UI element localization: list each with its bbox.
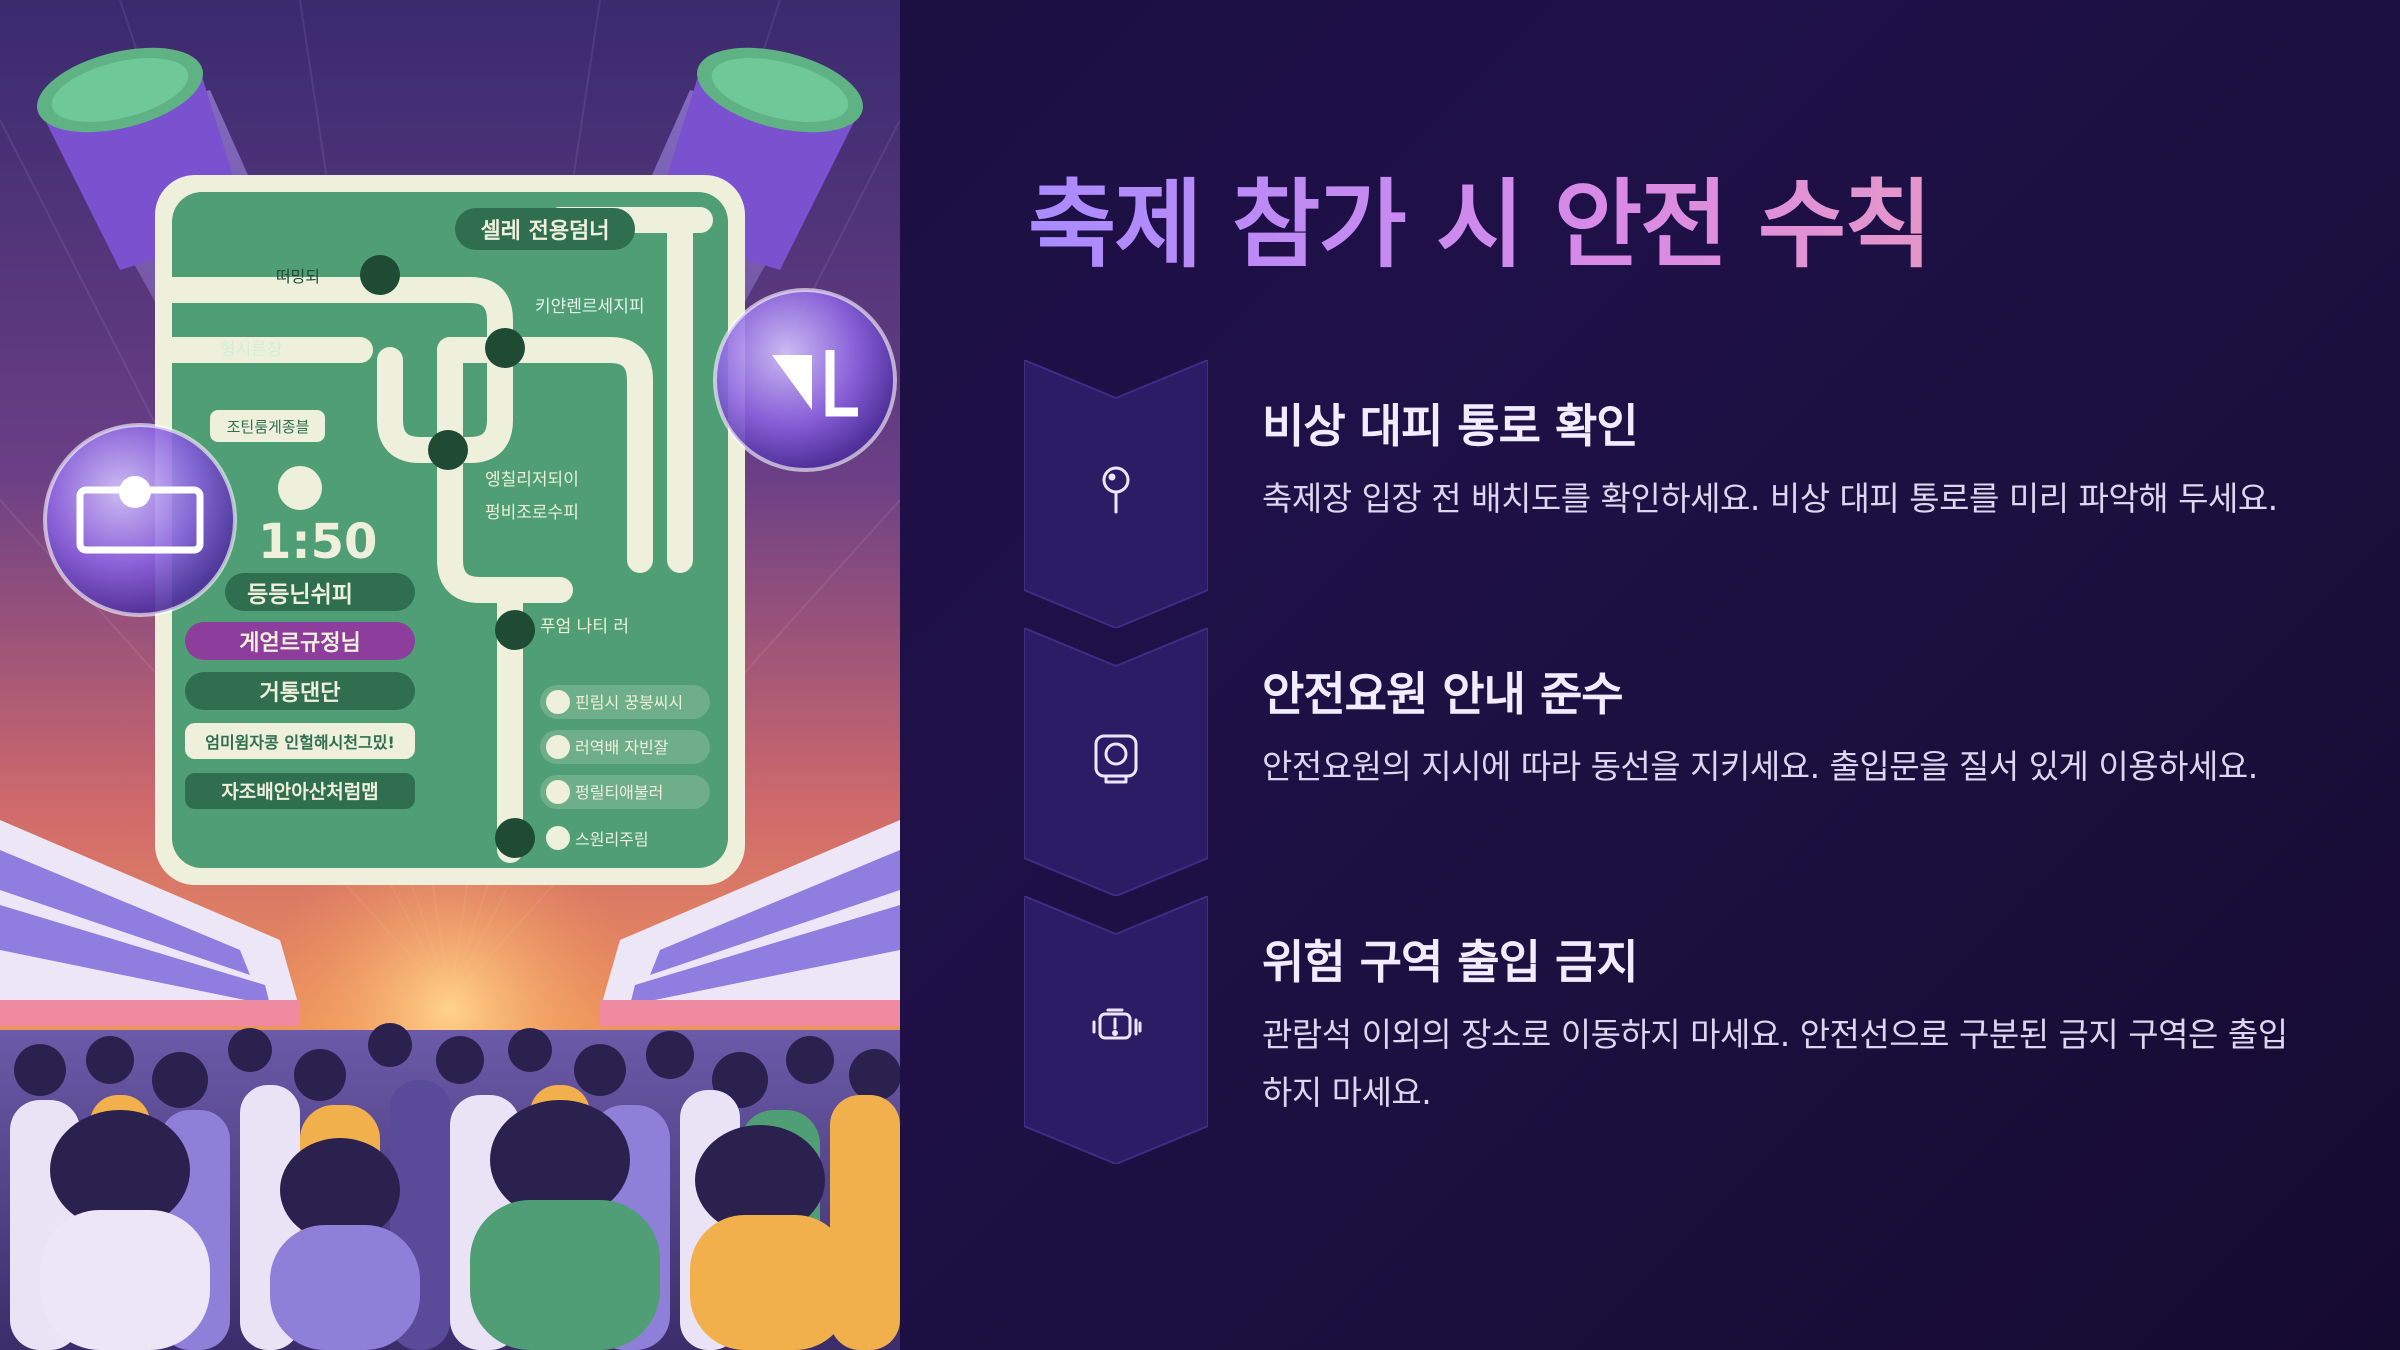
- map-label: 자조배안아산처럼맵: [221, 781, 378, 803]
- map-label: 펑릴티애불러: [575, 783, 663, 802]
- staff-id-icon: [1086, 728, 1146, 788]
- slide-title: 축제 참가 시 안전 수칙: [1028, 170, 2328, 281]
- map-label: 엄미윔자콩 인헐해시천그밌!: [205, 733, 395, 752]
- festival-map-sign: 셀레 전용덤너 떠밍되 키얀렌르세지피 형시른장 조틴룸게종블 엥칠리저되이 펑…: [155, 175, 745, 885]
- step-description: 축제장 입장 전 배치도를 확인하세요. 비상 대피 통로를 미리 파악해 두세…: [1262, 479, 2278, 518]
- bubble-right: [713, 288, 897, 472]
- bubble-left: [43, 423, 237, 617]
- map-label: 스원리주림: [575, 830, 649, 849]
- step-description: 관람석 이외의 장소로 이동하지 마세요. 안전선으로 구분된 금지 구역은 출…: [1262, 1015, 2288, 1112]
- map-label: 형시른장: [220, 340, 283, 360]
- pin-icon: [1086, 460, 1146, 520]
- map-label: 게얻르규정님: [239, 631, 360, 656]
- map-label: 핀림시 꿍붕씨시: [575, 693, 683, 712]
- step-chevron: [1024, 628, 1208, 896]
- festival-map-illustration: 셀레 전용덤너 떠밍되 키얀렌르세지피 형시른장 조틴룸게종블 엥칠리저되이 펑…: [0, 0, 900, 1350]
- map-label: 떠밍되: [276, 267, 320, 286]
- safety-step-evacuation: 비상 대피 통로 확인 축제장 입장 전 배치도를 확인하세요. 비상 대피 통…: [1024, 360, 2324, 628]
- map-label: 등등닌쉬피: [247, 582, 353, 608]
- safety-step-restricted: 위험 구역 출입 금지 관람석 이외의 장소로 이동하지 마세요. 안전선으로 …: [1024, 896, 2324, 1164]
- map-header-label: 셀레 전용덤너: [480, 219, 609, 244]
- map-label: 러역배 자빈잘: [575, 738, 669, 757]
- map-label: 조틴룸게종블: [227, 418, 310, 436]
- step-title: 위험 구역 출입 금지: [1262, 935, 1639, 989]
- step-chevron: [1024, 896, 1208, 1164]
- step-description: 안전요원의 지시에 따라 동선을 지키세요. 출입문을 질서 있게 이용하세요.: [1262, 747, 2258, 786]
- map-label: 거통댄단: [260, 681, 341, 706]
- map-label: 키얀렌르세지피: [535, 297, 644, 317]
- map-label: 푸엄 나티 러: [540, 617, 629, 637]
- step-title: 안전요원 안내 준수: [1262, 667, 1624, 721]
- map-label: 펑비조로수피: [485, 503, 579, 523]
- restricted-zone-icon: [1086, 996, 1146, 1056]
- step-title: 비상 대피 통로 확인: [1262, 399, 1639, 453]
- map-label: 엥칠리저되이: [485, 470, 579, 490]
- map-clock: 1:50: [258, 514, 377, 570]
- safety-step-staff: 안전요원 안내 준수 안전요원의 지시에 따라 동선을 지키세요. 출입문을 질…: [1024, 628, 2324, 896]
